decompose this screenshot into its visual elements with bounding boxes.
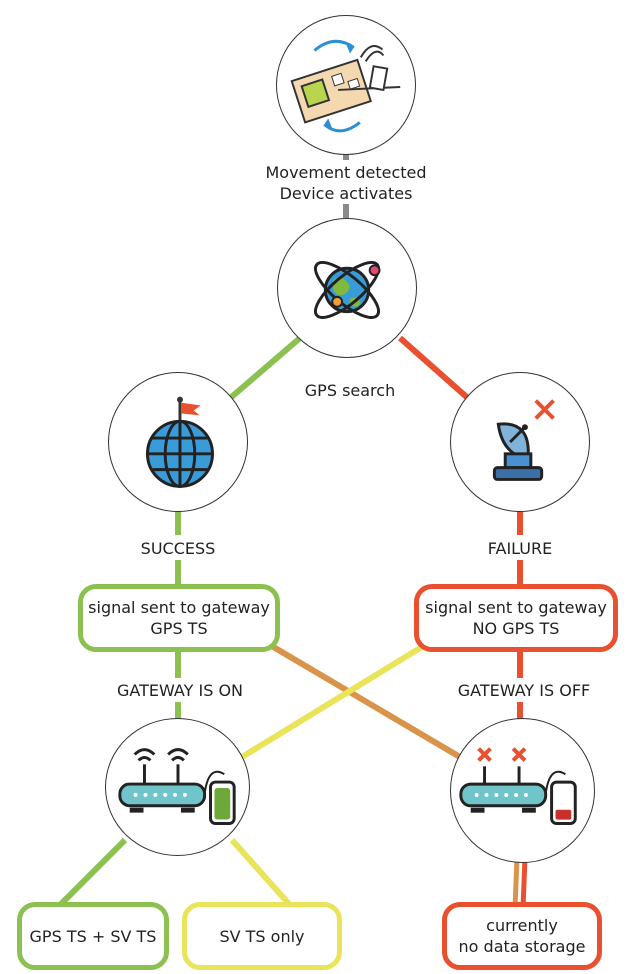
success-gateway-line1: signal sent to gateway: [88, 598, 270, 617]
success-link: [226, 335, 302, 403]
success-label: SUCCESS: [118, 538, 238, 559]
gps-search-node: [277, 218, 417, 358]
circuit-board-icon: [290, 39, 401, 133]
no-storage-line2: no data storage: [458, 937, 586, 956]
failure-gateway-line1: signal sent to gateway: [425, 598, 607, 617]
start-caption: Movement detected Device activates: [246, 162, 446, 204]
failure-label: FAILURE: [460, 538, 580, 559]
sv-only-box: SV TS only: [182, 902, 342, 970]
gateway-on-node: [105, 718, 250, 856]
gateway-on-label: GATEWAY IS ON: [116, 681, 243, 700]
success-gateway-line2: GPS TS: [150, 619, 208, 638]
gps-search-label: GPS search: [290, 380, 410, 401]
success-gateway-box: signal sent to gateway GPS TS: [78, 584, 280, 652]
globe-orbit-icon: [314, 261, 381, 319]
orange-cross-link: [268, 642, 467, 763]
start-line1: Movement detected: [265, 163, 427, 182]
start-line2: Device activates: [279, 184, 413, 203]
gps-sv-box: GPS TS + SV TS: [17, 902, 169, 970]
success-node: [108, 372, 248, 512]
yellow-cross-link: [235, 642, 427, 763]
failure-gateway-box: signal sent to gateway NO GPS TS: [414, 584, 618, 652]
no-storage-line1: currently: [486, 916, 558, 935]
failure-gateway-line2: NO GPS TS: [472, 619, 560, 638]
sv-only-text: SV TS only: [219, 926, 305, 946]
gateway-off-label: GATEWAY IS OFF: [457, 681, 591, 700]
failure-link: [398, 335, 472, 403]
gps-sv-text: GPS TS + SV TS: [29, 926, 157, 946]
globe-flag-icon: [145, 396, 214, 488]
no-storage-box: currently no data storage: [442, 902, 602, 970]
satellite-dish-icon: [492, 399, 555, 481]
failure-node: [450, 372, 590, 512]
device-node: [276, 15, 416, 155]
router-off-icon: [459, 747, 577, 826]
gateway-off-node: [450, 718, 595, 863]
router-on-icon: [118, 748, 236, 825]
